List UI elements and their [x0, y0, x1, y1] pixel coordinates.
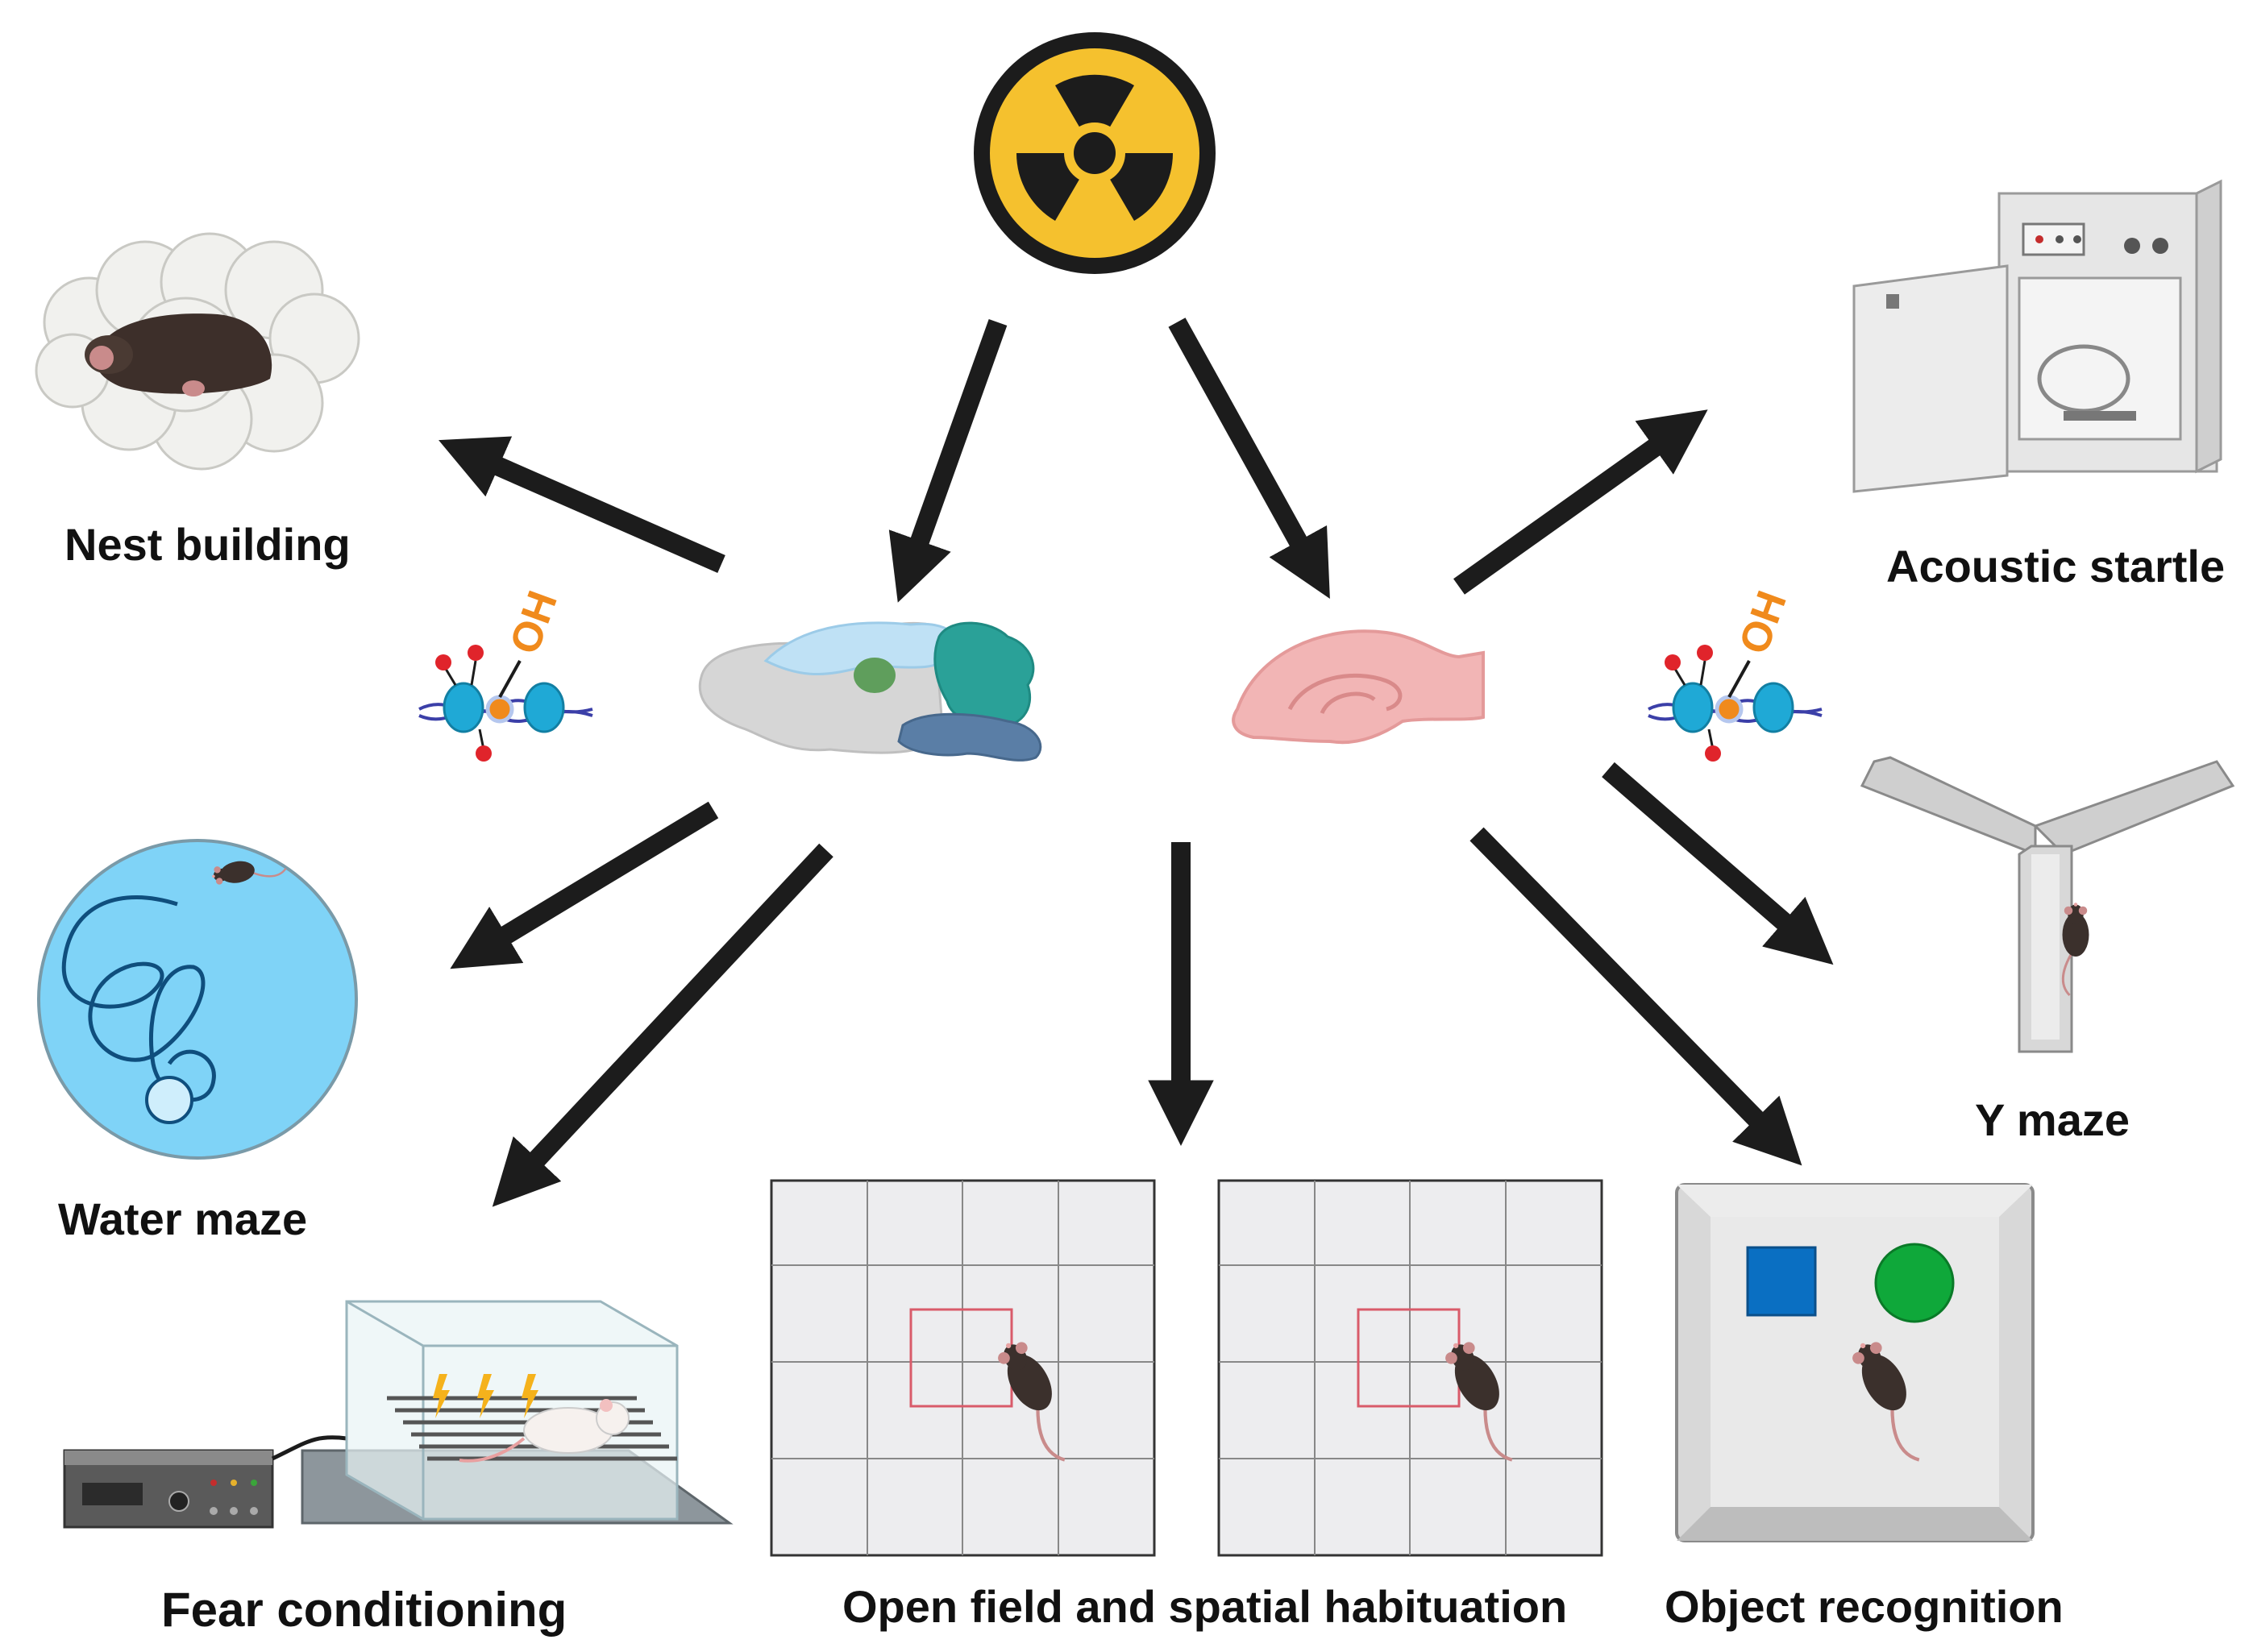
dna-methylation-left-icon: [418, 645, 593, 762]
oh-label-left: OH: [501, 585, 567, 660]
arrow-to-acoustic-startle: [1453, 409, 1708, 595]
label-y-maze: Y maze: [1975, 1094, 2130, 1145]
radiation-symbol-icon: [974, 32, 1216, 274]
fear-conditioning-icon: [63, 1300, 734, 1529]
label-open-field: Open field and spatial habituation: [842, 1581, 1568, 1632]
label-acoustic-startle: Acoustic startle: [1886, 541, 2226, 591]
label-nest-building: Nest building: [64, 519, 351, 570]
object-recognition-arena-icon: [1675, 1183, 2035, 1542]
arrow-to-fear-conditioning: [492, 843, 833, 1207]
arrow-to-nest-building: [439, 436, 725, 573]
label-object-recognition: Object recognition: [1665, 1581, 2064, 1632]
arrow-to-object-recognition: [1469, 827, 1802, 1166]
open-field-arena-right: [1217, 1179, 1603, 1557]
nest-icon: [35, 232, 360, 471]
oh-label-right: OH: [1731, 585, 1796, 660]
label-fear-conditioning: Fear conditioning: [161, 1583, 567, 1637]
label-water-maze: Water maze: [58, 1193, 308, 1244]
mouse-brain-icon: [698, 621, 1042, 762]
water-maze-icon: [37, 839, 358, 1160]
arrows: [439, 318, 1834, 1207]
open-field-arena-left: [770, 1179, 1156, 1557]
y-maze-icon: [1860, 756, 2235, 1053]
hippocampus-region: [854, 658, 896, 693]
hippocampus-icon: [1232, 629, 1485, 745]
arrow-to-water-maze: [450, 801, 719, 969]
arrow-radiation-to-brain: [888, 318, 1008, 603]
arrow-to-y-maze: [1602, 762, 1834, 965]
acoustic-startle-chamber-icon: [1852, 179, 2222, 493]
dna-methylation-right-icon: [1648, 645, 1823, 762]
arrow-radiation-to-hippocampus: [1168, 318, 1330, 599]
